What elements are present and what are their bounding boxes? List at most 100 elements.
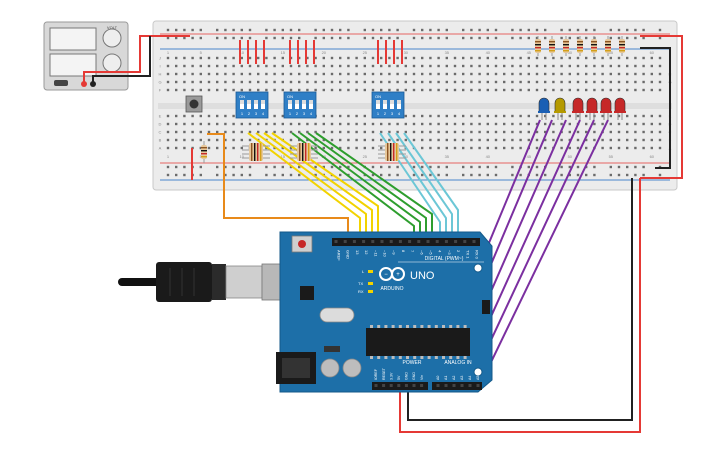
breadboard-hole[interactable] xyxy=(380,122,383,126)
breadboard-hole[interactable] xyxy=(421,64,424,68)
breadboard-hole[interactable] xyxy=(216,146,219,150)
breadboard-hole[interactable] xyxy=(544,72,547,76)
breadboard-hole[interactable] xyxy=(429,64,432,68)
breadboard-hole[interactable] xyxy=(347,64,350,68)
breadboard-hole[interactable] xyxy=(494,64,498,68)
breadboard-hole[interactable] xyxy=(642,28,645,32)
breadboard-hole[interactable] xyxy=(642,36,645,40)
breadboard-hole[interactable] xyxy=(617,173,621,177)
led[interactable] xyxy=(554,97,566,120)
wire-5v-to-breadboard[interactable] xyxy=(399,178,641,433)
breadboard-hole[interactable] xyxy=(232,138,235,142)
breadboard-hole[interactable] xyxy=(650,122,653,126)
breadboard-hole[interactable] xyxy=(404,80,407,84)
breadboard-hole[interactable] xyxy=(191,72,194,76)
breadboard-hole[interactable] xyxy=(199,80,202,84)
breadboard-hole[interactable] xyxy=(314,88,317,92)
breadboard-hole[interactable] xyxy=(380,138,383,142)
breadboard-hole[interactable] xyxy=(560,80,563,84)
breadboard-hole[interactable] xyxy=(298,56,301,60)
resistor[interactable] xyxy=(563,36,569,56)
breadboard-hole[interactable] xyxy=(601,114,604,118)
breadboard-hole[interactable] xyxy=(355,138,358,142)
breadboard-hole[interactable] xyxy=(494,138,498,142)
breadboard-hole[interactable] xyxy=(437,36,440,40)
breadboard-hole[interactable] xyxy=(322,88,325,92)
breadboard-hole[interactable] xyxy=(568,122,571,126)
breadboard-hole[interactable] xyxy=(486,80,489,84)
dip-toggle[interactable] xyxy=(397,100,401,109)
breadboard-hole[interactable] xyxy=(347,36,350,40)
breadboard-hole[interactable] xyxy=(609,64,612,68)
breadboard-hole[interactable] xyxy=(265,88,268,92)
breadboard-hole[interactable] xyxy=(576,88,580,92)
breadboard-hole[interactable] xyxy=(421,88,424,92)
breadboard-hole[interactable] xyxy=(289,80,293,84)
breadboard-hole[interactable] xyxy=(609,80,612,84)
breadboard-hole[interactable] xyxy=(421,36,424,40)
breadboard-hole[interactable] xyxy=(429,36,432,40)
breadboard-hole[interactable] xyxy=(330,36,334,40)
breadboard-hole[interactable] xyxy=(166,88,170,92)
breadboard-hole[interactable] xyxy=(535,138,539,142)
breadboard-hole[interactable] xyxy=(330,122,334,126)
breadboard-hole[interactable] xyxy=(314,80,317,84)
breadboard-hole[interactable] xyxy=(232,72,235,76)
breadboard-hole[interactable] xyxy=(568,165,571,169)
breadboard-hole[interactable] xyxy=(462,173,465,177)
breadboard-hole[interactable] xyxy=(273,72,276,76)
breadboard-hole[interactable] xyxy=(240,165,243,169)
breadboard-hole[interactable] xyxy=(421,28,424,32)
breadboard-hole[interactable] xyxy=(650,146,653,150)
breadboard-hole[interactable] xyxy=(183,28,186,32)
breadboard-hole[interactable] xyxy=(494,130,498,134)
breadboard-hole[interactable] xyxy=(511,80,514,84)
breadboard-hole[interactable] xyxy=(298,165,301,169)
breadboard-hole[interactable] xyxy=(224,56,227,60)
breadboard-hole[interactable] xyxy=(396,173,399,177)
breadboard-hole[interactable] xyxy=(339,173,342,177)
breadboard-hole[interactable] xyxy=(560,88,563,92)
breadboard-hole[interactable] xyxy=(371,122,375,126)
breadboard-hole[interactable] xyxy=(658,138,662,142)
breadboard-hole[interactable] xyxy=(396,130,399,134)
breadboard-hole[interactable] xyxy=(478,28,481,32)
breadboard-hole[interactable] xyxy=(199,122,202,126)
breadboard-hole[interactable] xyxy=(265,72,268,76)
breadboard-hole[interactable] xyxy=(298,80,301,84)
breadboard-hole[interactable] xyxy=(658,173,662,177)
breadboard-hole[interactable] xyxy=(191,36,194,40)
breadboard-hole[interactable] xyxy=(437,88,440,92)
breadboard-hole[interactable] xyxy=(470,173,473,177)
breadboard-hole[interactable] xyxy=(273,114,276,118)
breadboard-hole[interactable] xyxy=(568,173,571,177)
digital-pin[interactable] xyxy=(398,240,402,243)
breadboard-hole[interactable] xyxy=(445,130,448,134)
breadboard-hole[interactable] xyxy=(183,56,186,60)
breadboard-hole[interactable] xyxy=(224,64,227,68)
breadboard-hole[interactable] xyxy=(494,36,498,40)
breadboard-hole[interactable] xyxy=(289,146,293,150)
breadboard-hole[interactable] xyxy=(306,56,309,60)
breadboard-hole[interactable] xyxy=(273,28,276,32)
breadboard-hole[interactable] xyxy=(199,72,202,76)
breadboard-hole[interactable] xyxy=(478,72,481,76)
breadboard-hole[interactable] xyxy=(363,130,366,134)
breadboard-hole[interactable] xyxy=(453,146,457,150)
breadboard-hole[interactable] xyxy=(437,72,440,76)
breadboard-hole[interactable] xyxy=(347,122,350,126)
power-pin[interactable] xyxy=(412,384,416,387)
breadboard-hole[interactable] xyxy=(585,28,588,32)
breadboard-hole[interactable] xyxy=(617,138,621,142)
breadboard-hole[interactable] xyxy=(437,146,440,150)
breadboard-hole[interactable] xyxy=(593,173,596,177)
wire-psu-positive[interactable] xyxy=(83,35,190,84)
breadboard-hole[interactable] xyxy=(519,138,522,142)
breadboard-hole[interactable] xyxy=(642,173,645,177)
digital-pin[interactable] xyxy=(371,240,375,243)
digital-pin[interactable] xyxy=(408,240,412,243)
breadboard-hole[interactable] xyxy=(355,88,358,92)
